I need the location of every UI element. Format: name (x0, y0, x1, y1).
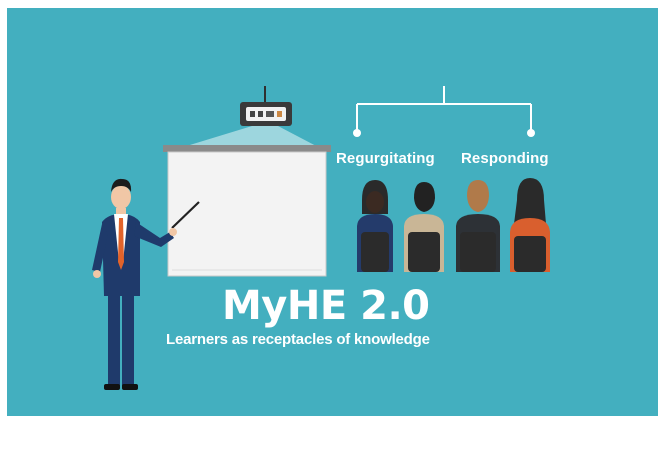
projection-screen-icon (163, 145, 331, 277)
pointer-stick-icon (171, 201, 200, 229)
student-icon (456, 180, 500, 272)
student-icon (404, 182, 444, 272)
branch-connector-icon (356, 86, 532, 130)
presenter-icon (92, 178, 177, 390)
projector-icon (180, 86, 320, 148)
slide-subtitle: Learners as receptacles of knowledge (166, 331, 430, 348)
scene-panel (7, 8, 658, 416)
student-icon (357, 180, 393, 272)
slide-title: MyHE 2.0 (222, 283, 430, 329)
student-icon (510, 178, 550, 272)
branch-label-responding: Responding (461, 150, 549, 167)
scene-illustration (92, 86, 550, 390)
branch-label-regurgitating: Regurgitating (336, 150, 435, 167)
